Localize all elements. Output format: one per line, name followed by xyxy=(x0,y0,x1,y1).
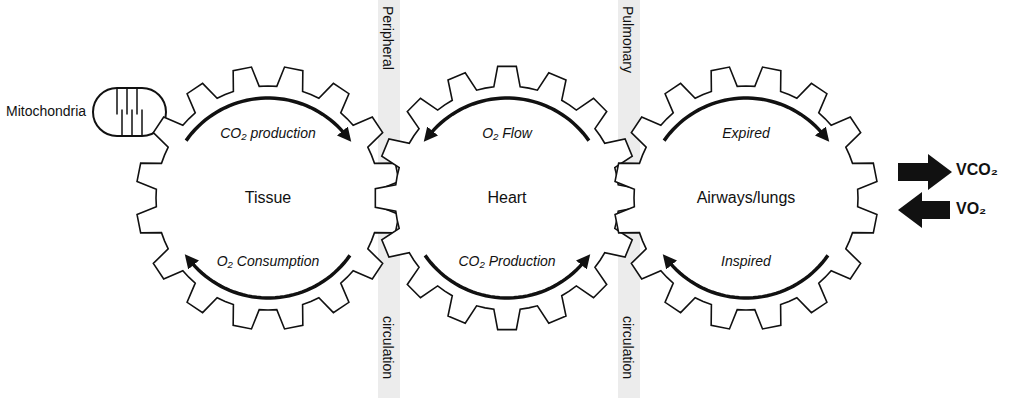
gear-teeth xyxy=(137,67,399,329)
process-name: Inspired xyxy=(721,254,771,269)
process-name: O₂ Flow xyxy=(482,126,532,141)
crista-line xyxy=(116,88,118,114)
gear-wheel: O₂ FlowHeartCO₂ Production xyxy=(375,66,639,330)
circulation-label: Peripheral xyxy=(380,6,395,70)
crista-line xyxy=(131,110,133,136)
input-arrow xyxy=(898,192,950,228)
process-name: Expired xyxy=(722,126,769,141)
organelle-name: Mitochondria xyxy=(6,104,86,119)
circulation-label: circulation xyxy=(620,316,635,379)
gear-wheel: CO₂ productionTissue O₂ Consumption xyxy=(136,66,400,330)
output-arrow xyxy=(898,154,952,190)
process-name: CO₂ production xyxy=(220,126,316,141)
crista-line xyxy=(121,110,123,136)
process-name: O₂ Consumption xyxy=(217,254,320,269)
gear-wheel: ExpiredAirways/lungsInspired xyxy=(614,66,878,330)
process-name: CO₂ Production xyxy=(458,254,555,269)
organ-name: Heart xyxy=(487,189,526,207)
circulation-label: circulation xyxy=(380,316,395,379)
circulation-label: Pulmonary xyxy=(620,6,635,73)
gas-flow-label: VO₂ xyxy=(956,200,986,218)
crista-line xyxy=(141,110,143,136)
gas-flow-label: VCO₂ xyxy=(956,161,998,179)
mitochondria-shape: Mitochondria xyxy=(4,84,168,140)
gear-teeth xyxy=(375,66,638,329)
organ-name: Airways/lungs xyxy=(697,189,796,207)
crista-line xyxy=(136,88,138,114)
organ-name: Tissue xyxy=(245,189,292,207)
crista-line xyxy=(126,88,128,114)
gear-teeth xyxy=(615,67,877,329)
